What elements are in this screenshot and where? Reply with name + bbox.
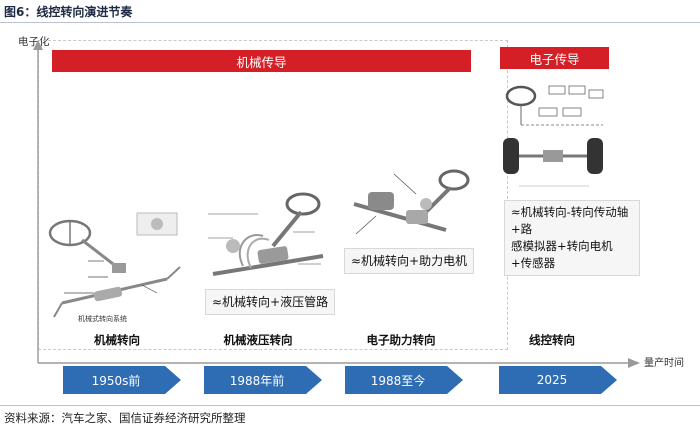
period-arrow-1: 1950s前: [63, 366, 181, 394]
figure-title: 图6：线控转向演进节奏: [4, 5, 133, 19]
period-arrow-3: 1988至今: [345, 366, 463, 394]
period-label-2: 1988年前: [229, 373, 285, 388]
banner-electronic: 电子传导: [500, 47, 609, 69]
mechanical-steering-illustration: [48, 212, 181, 318]
stage-label-sbw: 线控转向: [529, 333, 575, 347]
period-label-1: 1950s前: [91, 373, 141, 388]
sbw-feature-line-1: ≈机械转向-转向传动轴+路: [511, 205, 629, 236]
period-label-3: 1988至今: [370, 373, 426, 388]
hydraulic-steering-illustration: [208, 192, 324, 276]
eps-illustration: [353, 169, 470, 235]
eps-feature-tag: ≈机械转向+助力电机: [344, 248, 475, 274]
hydraulic-feature-tag: ≈机械转向+液压管路: [205, 289, 336, 315]
top-divider: [0, 22, 700, 23]
banner-mechanical: 机械传导: [52, 50, 471, 72]
mechanical-image-caption: 机械式转向系统: [78, 315, 127, 323]
x-axis-arrow: [628, 358, 640, 368]
sbw-feature-line-2: 感模拟器+转向电机+传感器: [511, 239, 613, 270]
y-axis-label: 电子化: [18, 36, 50, 48]
sbw-feature-tag: ≈机械转向-转向传动轴+路 感模拟器+转向电机+传感器: [504, 200, 640, 276]
stage-label-eps: 电子助力转向: [366, 333, 436, 347]
x-axis-label: 量产时间: [644, 358, 684, 369]
period-label-4: 2025: [536, 373, 568, 387]
steer-by-wire-illustration: [503, 85, 604, 187]
period-arrow-2: 1988年前: [204, 366, 322, 394]
period-arrow-4: 2025: [499, 366, 617, 394]
bottom-divider: [0, 405, 700, 406]
stage-label-hydraulic: 机械液压转向: [223, 333, 293, 347]
y-axis-arrow: [33, 40, 43, 50]
stage-label-mechanical: 机械转向: [94, 333, 140, 347]
figure-source: 资料来源：汽车之家、国信证券经济研究所整理: [4, 411, 246, 425]
